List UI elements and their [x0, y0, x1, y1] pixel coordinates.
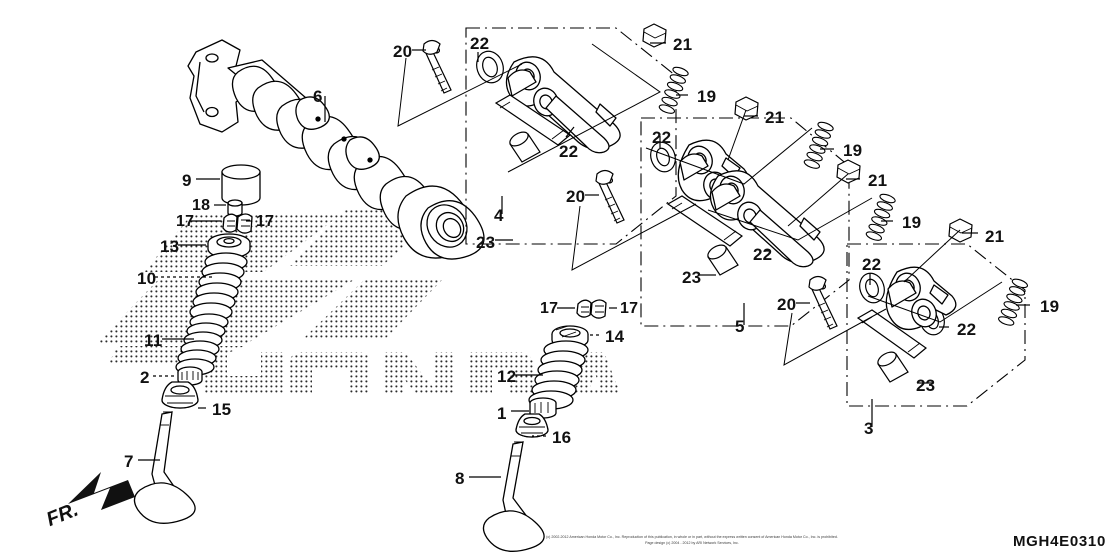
callout-21-c: 21 — [868, 171, 888, 190]
leader-lines — [138, 42, 1030, 478]
callout-17-mid-right: 17 — [620, 300, 639, 317]
callout-3: 3 — [864, 419, 874, 438]
callout-20-b: 20 — [566, 187, 586, 206]
assembly-box-3 — [846, 243, 1026, 407]
callout-21-a: 21 — [673, 35, 693, 54]
part-23-shaft-c — [856, 309, 927, 383]
callout-23-a: 23 — [476, 233, 496, 252]
diagram-part-code: MGH4E0310 — [1012, 533, 1106, 550]
callout-22-b: 22 — [559, 142, 579, 161]
callout-16: 16 — [552, 428, 572, 447]
callout-2: 2 — [140, 368, 150, 387]
part-12-valve-spring — [528, 340, 589, 410]
part-7-intake-valve — [133, 411, 196, 524]
rocker-arm-body-4 — [505, 56, 621, 154]
callout-22-e: 22 — [862, 255, 882, 274]
callout-21-b: 21 — [765, 108, 785, 127]
part-19-spring-d — [998, 278, 1029, 326]
part-19-spring-b — [803, 121, 834, 169]
part-9-tappet — [221, 164, 261, 206]
part-8-exhaust-valve — [482, 441, 545, 552]
part-22-bearing-a — [476, 50, 504, 84]
callout-23-b: 23 — [682, 268, 702, 287]
callout-5: 5 — [735, 317, 745, 336]
callout-19-d: 19 — [1040, 297, 1060, 316]
part-10-outer-spring — [189, 252, 248, 322]
callout-14: 14 — [605, 327, 625, 346]
copyright-line-2: Page design (c) 2004 - 2012 by ARI Netwo… — [645, 540, 739, 545]
callout-22-d: 22 — [753, 245, 773, 264]
part-21-nut-d — [948, 218, 973, 243]
camshaft-part — [187, 39, 485, 260]
callout-20-c: 20 — [777, 295, 797, 314]
callout-21-d: 21 — [985, 227, 1005, 246]
callout-11: 11 — [144, 331, 163, 350]
callout-18: 18 — [192, 197, 211, 214]
callout-19-c: 19 — [902, 213, 922, 232]
callout-10: 10 — [137, 269, 157, 288]
callout-15: 15 — [212, 400, 232, 419]
part-17-cotters — [222, 213, 253, 234]
part-15-stem-seal — [161, 381, 199, 409]
callout-17-mid-left: 17 — [540, 300, 559, 317]
part-20-bolt-a — [422, 39, 452, 94]
callout-17-right: 17 — [256, 213, 275, 230]
part-21-nut-a — [642, 23, 667, 48]
callout-13: 13 — [160, 237, 180, 256]
callout-8: 8 — [455, 469, 465, 488]
part-22-bearing-e — [859, 272, 885, 304]
callout-20-a: 20 — [393, 42, 413, 61]
callout-7: 7 — [124, 452, 134, 471]
callout-9: 9 — [182, 171, 192, 190]
callout-19-b: 19 — [843, 141, 863, 160]
part-21-nut-b — [734, 96, 759, 121]
rocker-arm-body-5b — [709, 170, 825, 268]
callout-1: 1 — [497, 404, 507, 423]
callout-17-left: 17 — [176, 213, 195, 230]
part-21-nut-c — [836, 159, 861, 184]
callout-23-c: 23 — [916, 376, 936, 395]
callout-6: 6 — [313, 87, 323, 106]
copyright-notice: (c) 2002-2012 American Honda Motor Co., … — [427, 535, 957, 546]
copyright-line-1: (c) 2002-2012 American Honda Motor Co., … — [546, 535, 838, 540]
assembly-box-4 — [465, 27, 677, 245]
part-23-shaft-a — [494, 94, 572, 163]
part-19-spring-c — [865, 193, 896, 241]
part-16-stem-seal — [515, 413, 549, 438]
part-17-cotters-b — [576, 299, 607, 319]
part-11-inner-spring — [175, 313, 229, 376]
fr-direction-arrow — [68, 472, 135, 510]
callout-19-a: 19 — [697, 87, 717, 106]
assembly-box-5 — [640, 117, 850, 327]
part-18-collar — [227, 199, 243, 217]
rocker-arm-body-3 — [885, 266, 957, 331]
callout-22-a: 22 — [470, 34, 490, 53]
part-20-bolt-b — [595, 169, 625, 224]
callout-22-f: 22 — [957, 320, 977, 339]
callout-4: 4 — [494, 206, 504, 225]
part-20-bolt-c — [808, 275, 838, 330]
part-19-spring-a — [658, 66, 689, 114]
callout-22-c: 22 — [652, 128, 672, 147]
callout-12: 12 — [497, 367, 517, 386]
